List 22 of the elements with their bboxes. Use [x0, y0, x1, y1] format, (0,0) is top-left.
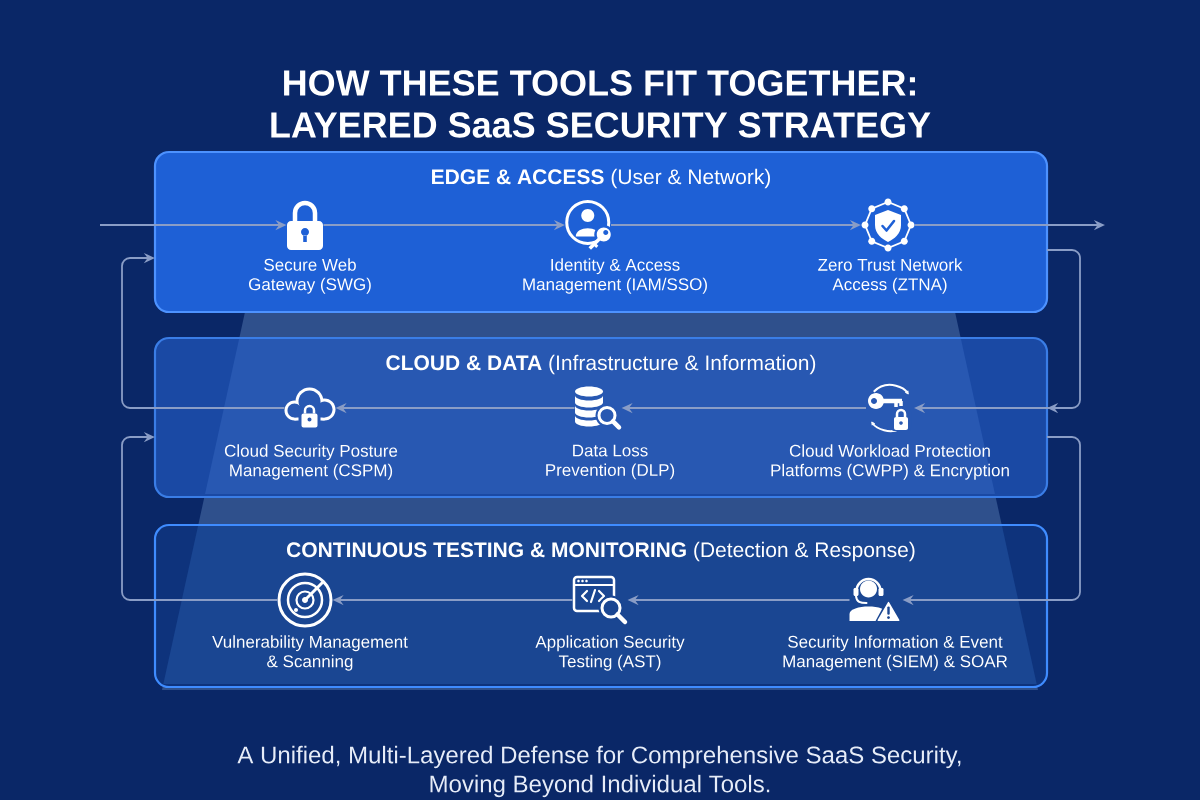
caption: A Unified, Multi-Layered Defense for Comprehensive SaaS Security, Moving Beyond Individual Tools. — [237, 745, 961, 798]
key-lock-icon — [868, 384, 911, 432]
tool-label: Application Security Testing (AST) — [535, 635, 685, 671]
cloud-lock-icon — [284, 387, 336, 429]
tool-label: Cloud Security Posture Management (CSPM) — [224, 444, 398, 480]
lock-icon — [287, 200, 323, 250]
tool-label: Secure Web Gateway (SWG) — [249, 258, 371, 294]
shield-check-icon — [861, 198, 915, 252]
database-search-icon — [575, 386, 622, 430]
headset-warning-icon — [849, 577, 902, 623]
tool-label: Vulnerability Management & Scanning — [212, 635, 408, 671]
tool-label: Security Information & Event Management (SIEM) & SOAR — [783, 635, 1008, 671]
code-search-icon — [572, 575, 628, 625]
title: HOW THESE TOOLS FIT TOGETHER: LAYERED SaaS SECURITY STRATEGY — [271, 70, 931, 138]
arrow — [121, 431, 279, 601]
tool-label: Cloud Workload Protection Platforms (CWPP) & Encryption — [771, 444, 1009, 480]
tool-label: Identity & Access Management (IAM/SSO) — [523, 258, 707, 294]
user-key-icon — [565, 199, 614, 250]
radar-icon — [277, 572, 333, 628]
tool-label: Zero Trust Network Access (ZTNA) — [818, 258, 963, 294]
tool-label: Data Loss Prevention (DLP) — [546, 444, 675, 480]
arrow — [121, 252, 286, 409]
